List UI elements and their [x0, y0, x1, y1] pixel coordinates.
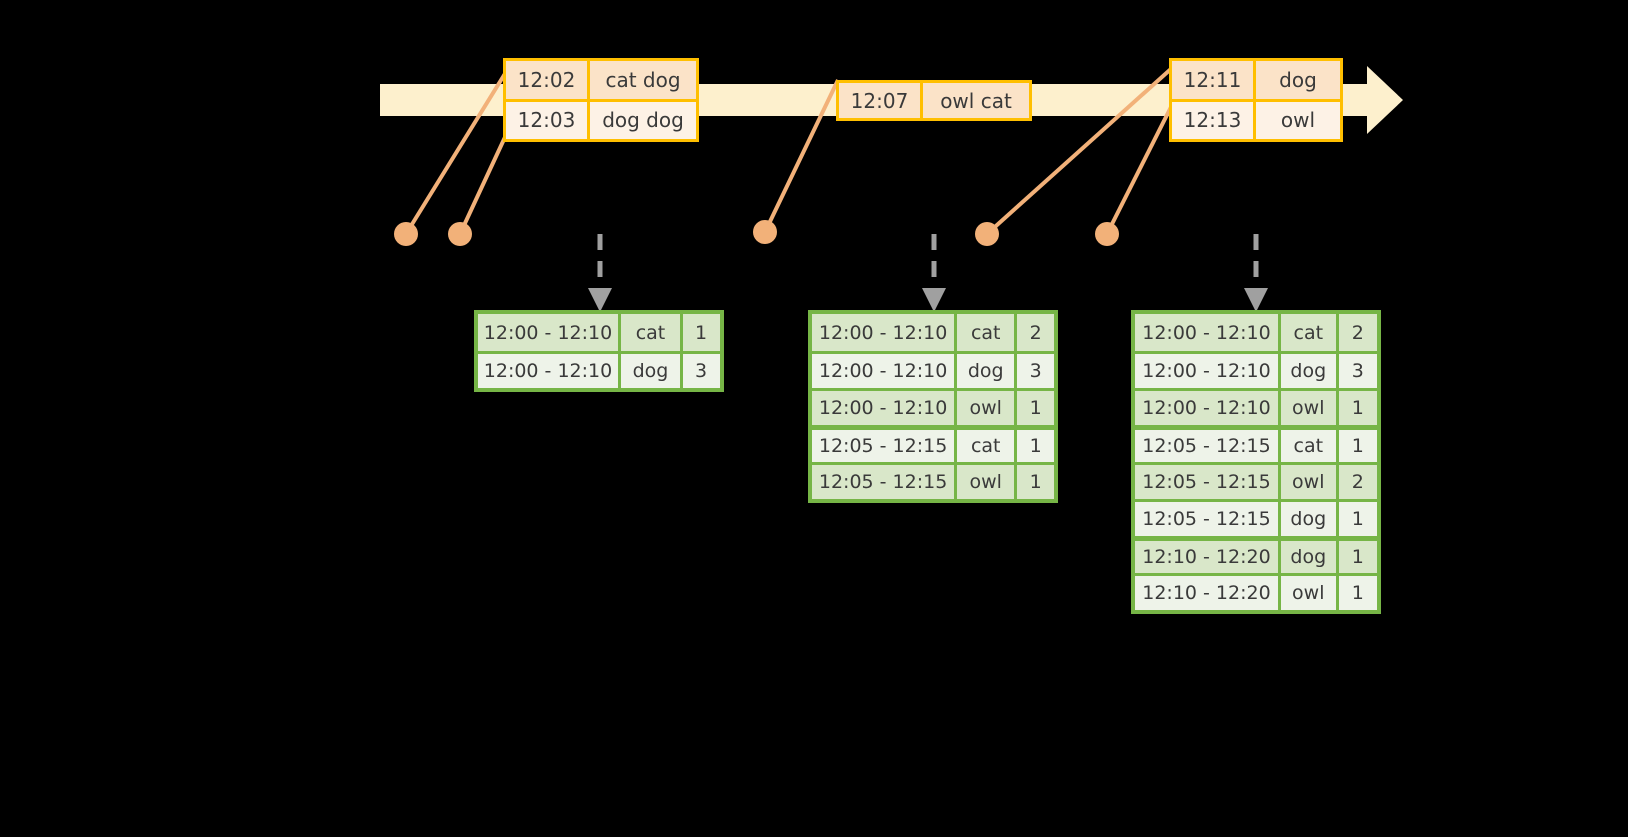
cell-count: 1 [1351, 508, 1364, 530]
cell-key: cat [957, 314, 1018, 351]
emit-arrow-2 [922, 234, 946, 312]
timeline-event-row[interactable]: 12:11 dog [1172, 61, 1340, 99]
timeline-event-row[interactable]: 12:13 owl [1172, 98, 1340, 139]
cell-window: 12:00 - 12:10 [478, 354, 621, 388]
cell-key: owl [1281, 465, 1339, 499]
event-words: cat dog [605, 67, 681, 92]
timeline-event-row[interactable]: 12:03 dog dog [506, 98, 696, 139]
cell-count: 1 [1351, 546, 1364, 568]
cell-window: 12:10 - 12:20 [1135, 576, 1281, 610]
cell-window: 12:00 - 12:10 [812, 391, 958, 425]
cell-key: dog [957, 354, 1018, 388]
event-time: 12:13 [1172, 101, 1256, 139]
emit-arrow-1 [588, 234, 612, 312]
right-arrow-icon [1367, 66, 1403, 134]
cell-count: 3 [694, 360, 708, 382]
timeline-event-row[interactable]: 12:07 owl cat [839, 83, 1029, 118]
event-words: owl [1280, 108, 1316, 133]
cell-count: 1 [1351, 397, 1364, 419]
cell-count: 1 [1351, 582, 1364, 604]
event-time: 12:02 [506, 61, 590, 99]
cell-key: owl [1281, 576, 1339, 610]
event-words: dog dog [602, 108, 684, 133]
cell-window: 12:05 - 12:15 [812, 430, 958, 462]
timeline-marker-dot-1[interactable] [394, 222, 418, 246]
cell-key: cat [621, 314, 683, 351]
cell-count: 3 [1029, 360, 1042, 382]
cell-window: 12:05 - 12:15 [1135, 430, 1281, 462]
cell-window: 12:05 - 12:15 [1135, 465, 1281, 499]
cell-window: 12:00 - 12:10 [478, 314, 621, 351]
cell-count: 1 [1029, 435, 1042, 457]
cell-window: 12:00 - 12:10 [1135, 354, 1281, 388]
event-time: 12:03 [506, 101, 590, 139]
cell-count: 2 [1351, 321, 1364, 344]
emit-arrow-3 [1244, 234, 1268, 312]
cell-key: cat [957, 430, 1018, 462]
event-words: dog [1279, 67, 1317, 92]
timeline-event-group-2[interactable]: 12:07 owl cat [836, 80, 1032, 121]
timeline-event-group-3[interactable]: 12:11 dog 12:13 owl [1169, 58, 1343, 142]
timeline-event-row[interactable]: 12:02 cat dog [506, 61, 696, 99]
cell-count: 2 [1029, 321, 1042, 344]
cell-window: 12:00 - 12:10 [1135, 391, 1281, 425]
cell-window: 12:00 - 12:10 [812, 354, 958, 388]
cell-count: 1 [694, 321, 708, 344]
timeline-marker-dot-3[interactable] [753, 220, 777, 244]
cell-key: dog [621, 354, 683, 388]
cell-window: 12:00 - 12:10 [812, 314, 958, 351]
cell-window: 12:05 - 12:15 [812, 465, 958, 499]
cell-window: 12:00 - 12:10 [1135, 314, 1281, 351]
cell-count: 1 [1351, 435, 1364, 457]
cell-key: cat [1281, 430, 1339, 462]
cell-window: 12:05 - 12:15 [1135, 502, 1281, 536]
cell-count: 2 [1351, 471, 1364, 493]
cell-count: 1 [1029, 471, 1042, 493]
timeline-marker-dot-4[interactable] [975, 222, 999, 246]
event-words: owl cat [940, 88, 1012, 113]
cell-count: 1 [1029, 397, 1042, 419]
cell-key: dog [1281, 354, 1339, 388]
cell-key: dog [1281, 541, 1339, 573]
cell-key: owl [1281, 391, 1339, 425]
event-time: 12:07 [839, 83, 923, 118]
timeline-marker-dot-2[interactable] [448, 222, 472, 246]
timeline-event-group-1[interactable]: 12:02 cat dog 12:03 dog dog [503, 58, 699, 142]
timeline-marker-dot-5[interactable] [1095, 222, 1119, 246]
cell-key: owl [957, 391, 1018, 425]
cell-key: dog [1281, 502, 1339, 536]
cell-window: 12:10 - 12:20 [1135, 541, 1281, 573]
cell-key: owl [957, 465, 1018, 499]
event-time: 12:11 [1172, 61, 1256, 99]
cell-key: cat [1281, 314, 1339, 351]
cell-count: 3 [1351, 360, 1364, 382]
